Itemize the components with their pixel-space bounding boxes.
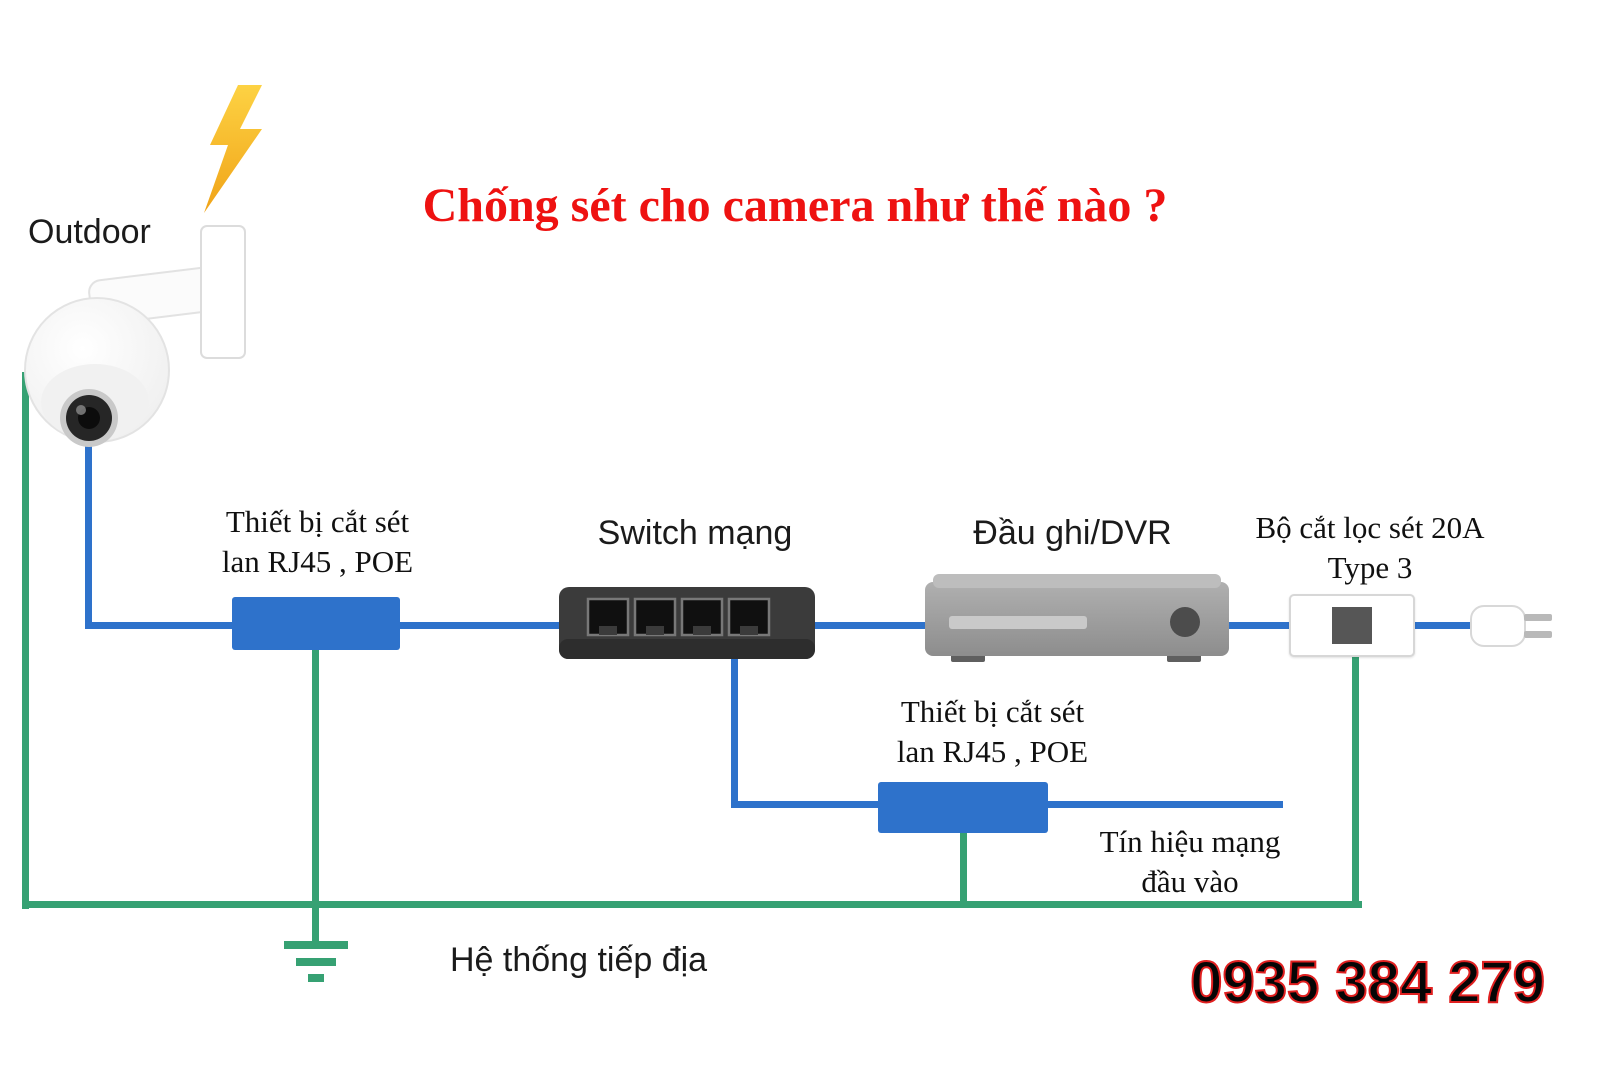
surge-protector-2-box bbox=[878, 782, 1048, 833]
surge-protector-2-label-line1: Thiết bị cắt sét bbox=[900, 694, 1085, 729]
signal-wire-camera-vertical bbox=[85, 438, 92, 629]
power-plug-icon bbox=[1470, 605, 1552, 647]
surge-filter-chip bbox=[1332, 607, 1372, 644]
surge-protector-1-label-line1: Thiết bị cắt sét bbox=[225, 504, 410, 539]
page-title: Chống sét cho camera như thế nào ? bbox=[422, 179, 1168, 232]
surge-filter-box bbox=[1289, 594, 1415, 657]
ground-wire-surge1-vertical bbox=[312, 648, 319, 944]
surge-protector-1-label: Thiết bị cắt sét lan RJ45 , POE bbox=[195, 502, 440, 582]
surge-filter-label-line1: Bộ cắt lọc sét 20A bbox=[1255, 510, 1485, 545]
surge-protector-2-label: Thiết bị cắt sét lan RJ45 , POE bbox=[865, 692, 1120, 772]
outdoor-label: Outdoor bbox=[28, 213, 151, 251]
ground-wire-filter-vertical bbox=[1352, 656, 1359, 908]
network-switch-icon bbox=[559, 587, 815, 659]
network-input-label: Tín hiệu mạng đầu vào bbox=[1055, 822, 1325, 902]
phone-number: 0935 384 279 bbox=[1189, 949, 1546, 1016]
surge-protector-1-label-line2: lan RJ45 , POE bbox=[221, 544, 414, 579]
ground-wire-horizontal bbox=[22, 901, 1362, 908]
ground-symbol-bar2 bbox=[296, 958, 336, 966]
surge-filter-label: Bộ cắt lọc sét 20A Type 3 bbox=[1235, 508, 1505, 588]
network-input-label-line1: Tín hiệu mạng bbox=[1099, 824, 1281, 859]
switch-label: Switch mạng bbox=[597, 514, 793, 552]
ground-symbol-bar1 bbox=[284, 941, 348, 949]
dvr-label: Đầu ghi/DVR bbox=[973, 514, 1172, 552]
ground-wire-camera-vertical bbox=[22, 372, 29, 909]
dvr-icon bbox=[925, 574, 1229, 662]
signal-wire-switch-vertical bbox=[731, 658, 738, 808]
surge-protector-1-box bbox=[232, 597, 400, 650]
ground-symbol-bar3 bbox=[308, 974, 324, 982]
grounding-system-label: Hệ thống tiếp địa bbox=[450, 941, 708, 979]
lightning-icon bbox=[204, 85, 262, 213]
ground-wire-surge2-vertical bbox=[960, 830, 967, 908]
surge-filter-label-line2: Type 3 bbox=[1327, 550, 1413, 585]
outdoor-camera-icon bbox=[24, 225, 246, 447]
network-input-label-line2: đầu vào bbox=[1141, 864, 1239, 899]
surge-protector-2-label-line2: lan RJ45 , POE bbox=[896, 734, 1089, 769]
